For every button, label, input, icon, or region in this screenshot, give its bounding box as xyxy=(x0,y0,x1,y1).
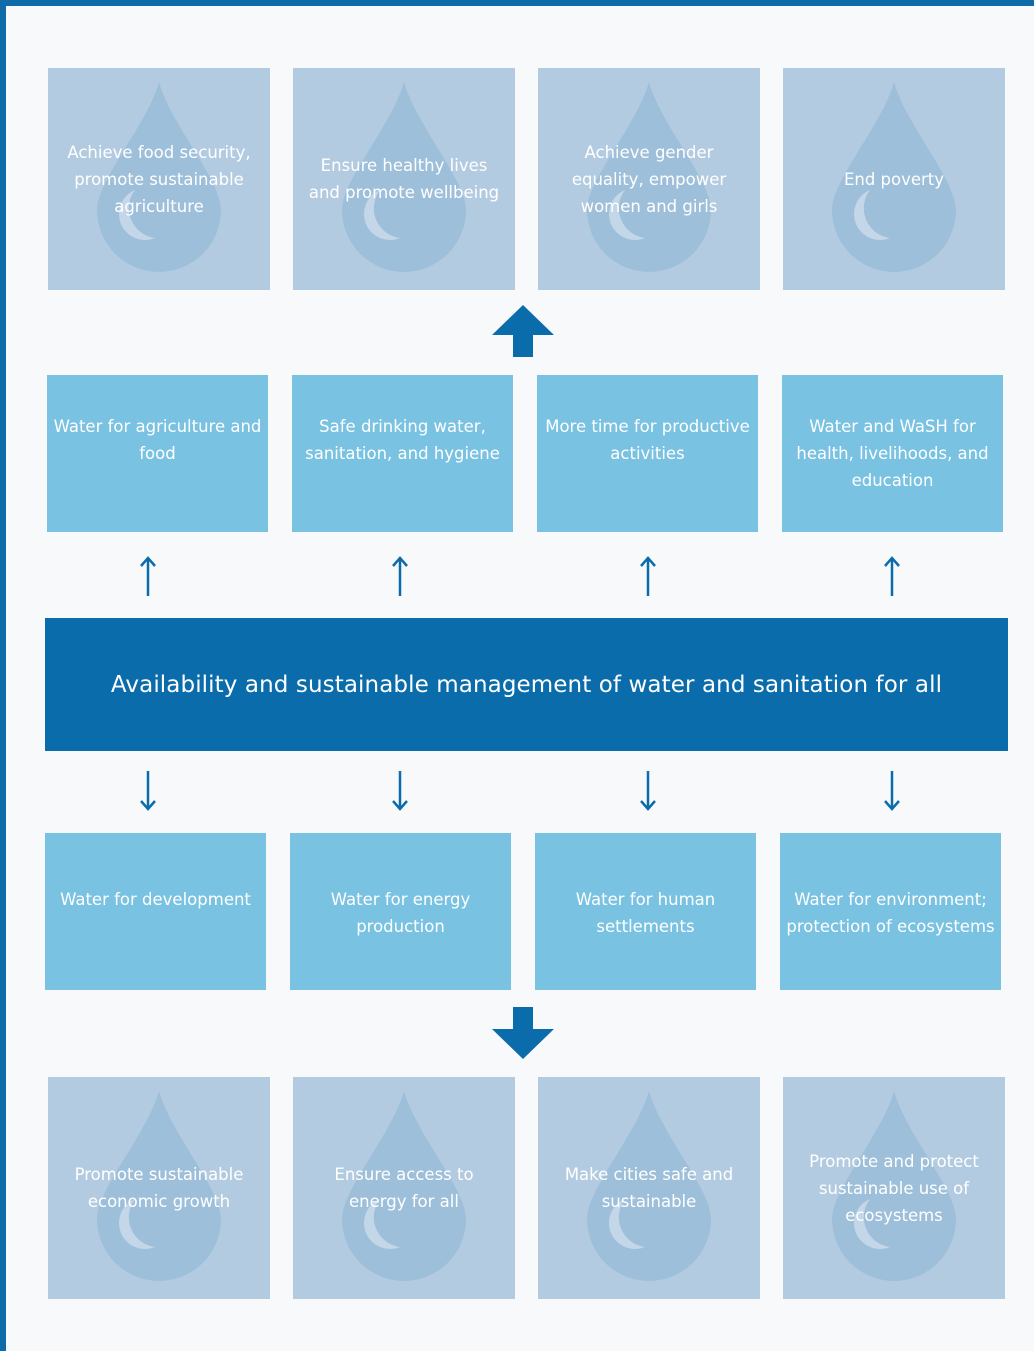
water-drop-icon xyxy=(342,1091,466,1281)
upper-use-box-productive-time: More time for productive activities xyxy=(537,375,758,532)
small-arrow-down-icon xyxy=(140,771,156,811)
upper-use-label: Water for agriculture and food xyxy=(53,417,262,463)
lower-use-box-settlements: Water for human settlements xyxy=(535,833,756,990)
center-goal-label: Availability and sustainable management … xyxy=(110,671,943,698)
arrow-up-icon xyxy=(492,305,554,357)
top-goal-box-food-security: Achieve food security, promote sustainab… xyxy=(48,68,270,290)
upper-use-label: Water and WaSH for health, livelihoods, … xyxy=(796,417,989,490)
small-arrow-up-icon xyxy=(884,556,900,596)
top-goal-box-healthy-lives: Ensure healthy lives and promote wellbei… xyxy=(293,68,515,290)
bottom-goal-box-economic-growth: Promote sustainable economic growth xyxy=(48,1077,270,1299)
water-drop-icon xyxy=(832,82,956,272)
lower-use-box-environment: Water for environment; protection of eco… xyxy=(780,833,1001,990)
lower-use-box-energy: Water for energy production xyxy=(290,833,511,990)
small-arrow-down-icon xyxy=(884,771,900,811)
lower-use-label: Water for environment; protection of eco… xyxy=(786,890,995,936)
lower-use-label: Water for human settlements xyxy=(575,890,716,936)
top-goal-label: End poverty xyxy=(843,169,945,189)
bottom-goal-label: Make cities safe and sustainable xyxy=(564,1165,734,1211)
frame-top-border xyxy=(0,0,1034,6)
lower-use-label: Water for energy production xyxy=(330,890,471,936)
small-arrow-up-icon xyxy=(640,556,656,596)
water-drop-icon xyxy=(97,1091,221,1281)
top-goal-label: Achieve gender equality, empower women a… xyxy=(571,142,727,216)
upper-use-box-agriculture: Water for agriculture and food xyxy=(47,375,268,532)
frame-left-border xyxy=(0,0,6,1351)
water-drop-icon xyxy=(587,1091,711,1281)
water-drop-icon xyxy=(97,82,221,272)
small-arrow-up-icon xyxy=(392,556,408,596)
small-arrow-down-icon xyxy=(640,771,656,811)
top-goal-label: Ensure healthy lives and promote wellbei… xyxy=(308,156,500,202)
upper-use-box-wash: Water and WaSH for health, livelihoods, … xyxy=(782,375,1003,532)
top-goal-label: Achieve food security, promote sustainab… xyxy=(67,142,251,216)
bottom-goal-label: Promote and protect sustainable use of e… xyxy=(809,1151,979,1225)
bottom-goal-box-ecosystems: Promote and protect sustainable use of e… xyxy=(783,1077,1005,1299)
water-drop-icon xyxy=(832,1091,956,1281)
water-drop-icon xyxy=(587,82,711,272)
center-goal-bar: Availability and sustainable management … xyxy=(45,618,1008,751)
arrow-down-icon xyxy=(492,1007,554,1059)
bottom-goal-box-cities: Make cities safe and sustainable xyxy=(538,1077,760,1299)
top-goal-box-end-poverty: End poverty xyxy=(783,68,1005,290)
bottom-goal-label: Promote sustainable economic growth xyxy=(74,1165,244,1211)
lower-use-label: Water for development xyxy=(60,890,251,909)
lower-use-box-development: Water for development xyxy=(45,833,266,990)
upper-use-box-drinking-water: Safe drinking water, sanitation, and hyg… xyxy=(292,375,513,532)
bottom-goal-box-energy-access: Ensure access to energy for all xyxy=(293,1077,515,1299)
bottom-goal-label: Ensure access to energy for all xyxy=(334,1165,474,1211)
upper-use-label: Safe drinking water, sanitation, and hyg… xyxy=(305,417,500,463)
small-arrow-down-icon xyxy=(392,771,408,811)
water-drop-icon xyxy=(342,82,466,272)
upper-use-label: More time for productive activities xyxy=(545,417,750,463)
small-arrow-up-icon xyxy=(140,556,156,596)
top-goal-box-gender-equality: Achieve gender equality, empower women a… xyxy=(538,68,760,290)
